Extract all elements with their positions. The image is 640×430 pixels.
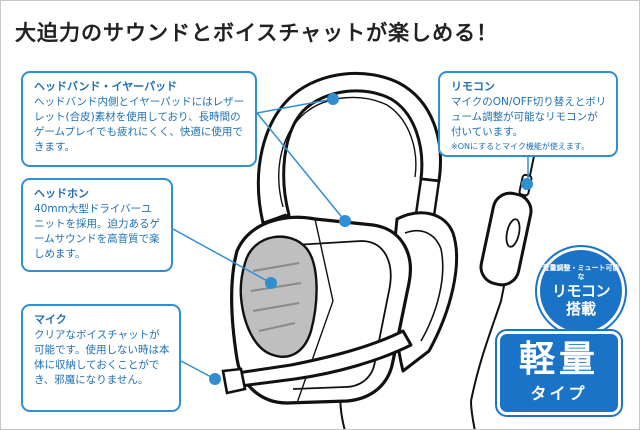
ear-pad [239, 235, 318, 358]
leader-headband-1 [256, 98, 334, 114]
ear-pad-shade-3 [252, 302, 300, 312]
headband-inner-stitch [278, 96, 417, 208]
callout-remote-body: マイクのON/OFF切り替えとボリューム調整が可能なリモコンが付いています。 [451, 96, 607, 138]
leader-dot-mic [209, 373, 221, 385]
remote-badge-line2: 搭載 [565, 300, 596, 318]
leader-dot-headband-1 [327, 93, 339, 105]
callout-mic-title: マイク [34, 313, 67, 326]
right-ear-cup-trim [404, 229, 444, 342]
remote-badge: 音量調整・ミュート可能な リモコン 搭載 [537, 247, 625, 335]
leader-headband-2 [256, 112, 346, 222]
leader-dot-remote [521, 178, 533, 190]
remote-badge-line1: リモコン [551, 282, 611, 300]
ear-pad-shade-4 [258, 322, 296, 332]
lightweight-badge-main: 軽量 [518, 339, 599, 380]
leader-dot-headphone [265, 277, 277, 289]
ear-pad-shade-2 [250, 282, 302, 292]
callout-remote-note: ※ONにするとマイク機能が使えます。 [451, 142, 590, 151]
callout-remote-title: リモコン [451, 80, 495, 93]
callout-headband-body: ヘッドバンド内側とイヤーパッドにはレザーレット(合皮)素材を使用しており、長時間… [34, 96, 245, 153]
callout-headphone-title: ヘッドホン [34, 187, 89, 200]
lightweight-badge-sub: タイプ [530, 384, 588, 403]
mic-capsule [221, 367, 247, 395]
callout-headband-title: ヘッドバンド・イヤーパッド [34, 80, 178, 93]
leader-headphone [172, 228, 272, 284]
leader-dot-headband-2 [339, 215, 351, 227]
headline: 大迫力のサウンドとボイスチャットが楽しめる！ [15, 21, 499, 45]
callout-headphone: ヘッドホン 40mm大型ドライバーユニットを採用。迫力あるゲームサウンドを高音質… [21, 178, 173, 272]
remote-button [505, 218, 521, 248]
remote-badge-small-text: 音量調整・ミュート可能な [542, 264, 620, 281]
callout-mic: マイク クリアなボイスチャットが可能です。使用しない時は本体に収納しておくことが… [21, 304, 181, 412]
callout-mic-body: クリアなボイスチャットが可能です。使用しない時は本体に収納しておくことができ、邪… [34, 329, 170, 386]
callout-headband: ヘッドバンド・イヤーパッド ヘッドバンド内側とイヤーパッドにはレザーレット(合皮… [21, 71, 257, 167]
callout-headphone-body: 40mm大型ドライバーユニットを採用。迫力あるゲームサウンドを高音質で楽しめます… [34, 203, 160, 260]
leader-mic [180, 360, 216, 380]
remote-cable-lower [470, 400, 476, 429]
callout-remote: リモコン マイクのON/OFF切り替えとボリューム調整が可能なリモコンが付いてい… [438, 71, 618, 157]
mic-boom [231, 329, 413, 389]
lightweight-badge: 軽量 タイプ [497, 331, 621, 415]
left-ear-cup-facet [260, 240, 392, 390]
ear-pad-shade-1 [252, 262, 300, 272]
